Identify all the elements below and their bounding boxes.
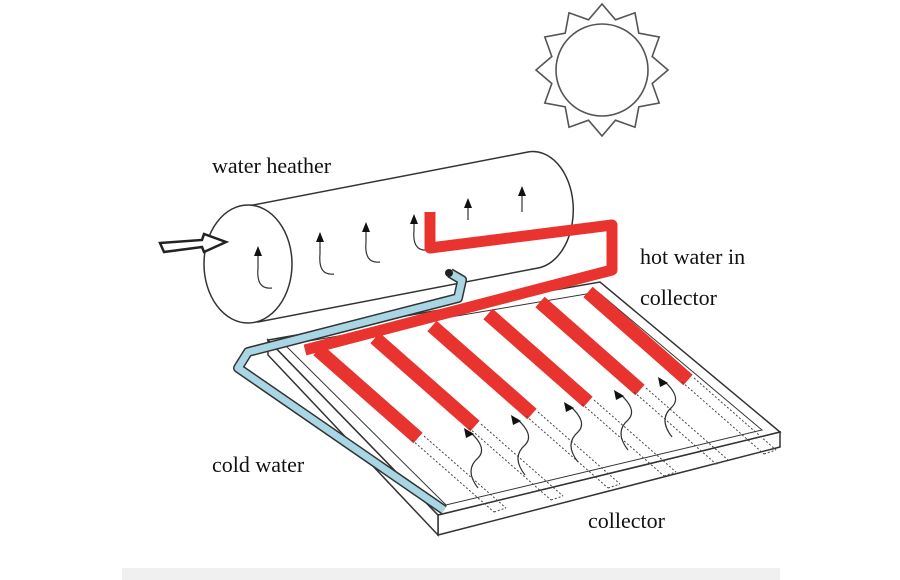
convection-arrows <box>254 186 526 289</box>
sun-icon <box>534 2 670 138</box>
arrowhead <box>362 222 370 232</box>
hot-tube <box>535 296 645 396</box>
hot-water-label-line2: collector <box>640 285 718 310</box>
hot-tube <box>313 344 423 444</box>
hot-tube <box>483 308 593 408</box>
flow-arrow <box>569 405 583 463</box>
arrowhead <box>658 377 668 387</box>
right-margin <box>780 0 900 580</box>
hot-water-label-line1: hot water in <box>640 244 745 269</box>
hot-tube <box>427 320 537 420</box>
flow-arrows <box>464 377 677 489</box>
arrowhead <box>564 402 574 412</box>
arrowhead <box>464 198 472 208</box>
arrowhead <box>518 186 526 196</box>
convection-arrow <box>413 222 429 251</box>
arrowhead <box>511 415 521 425</box>
collector-tubes <box>313 286 777 513</box>
arrowhead <box>254 246 262 256</box>
flow-arrow <box>469 431 483 489</box>
bottom-margin <box>122 568 780 580</box>
collector-panel <box>266 281 782 537</box>
flow-arrow <box>516 418 530 476</box>
water-heater-label: water heather <box>212 153 332 178</box>
hot-water-pipe <box>303 212 618 356</box>
convection-arrow <box>319 240 335 275</box>
hot-tube <box>370 332 480 432</box>
collector-label: collector <box>588 508 666 533</box>
flow-arrow <box>619 393 633 451</box>
water-tank <box>203 150 575 324</box>
cold-water-label: cold water <box>212 452 305 477</box>
convection-arrow <box>257 254 273 289</box>
arrowhead <box>316 232 324 242</box>
inflow-arrow-icon <box>158 232 230 254</box>
convection-arrow <box>365 230 381 263</box>
flow-arrow <box>663 380 677 438</box>
arrowhead <box>410 214 418 224</box>
left-margin <box>0 0 122 580</box>
arrowhead <box>614 390 624 400</box>
hot-tube <box>583 286 693 386</box>
cold-water-pipe <box>233 268 467 515</box>
arrowhead <box>464 428 474 438</box>
